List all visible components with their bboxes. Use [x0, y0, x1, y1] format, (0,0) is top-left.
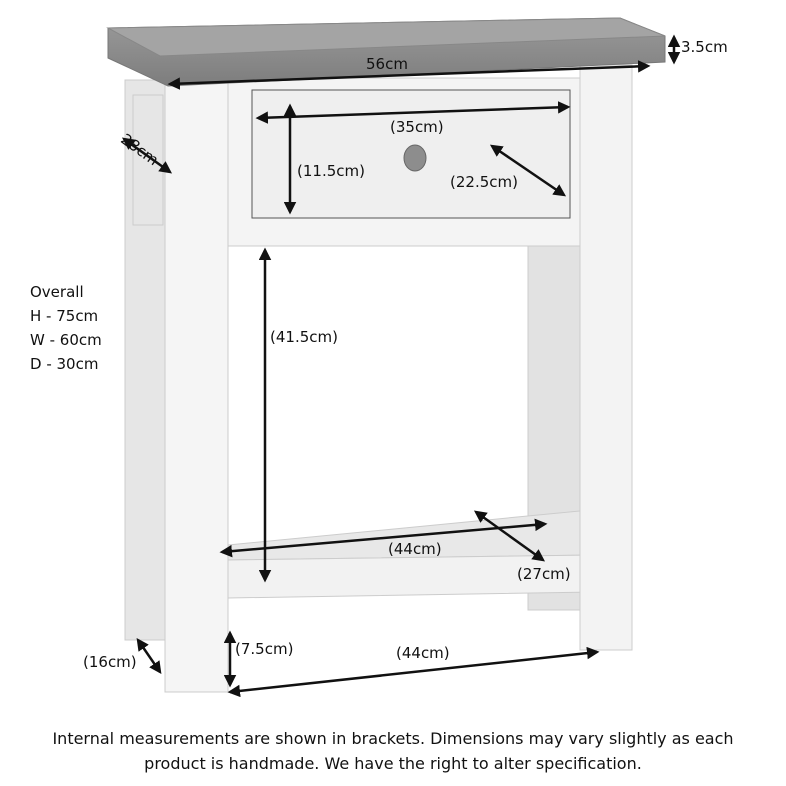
- overall-title: Overall: [30, 283, 84, 301]
- arrow-top-width: [167, 60, 651, 90]
- dimension-arrows: [121, 34, 681, 698]
- arrow-side-depth: [121, 137, 173, 174]
- arrow-shelf-depth: [473, 510, 546, 562]
- overall-depth: D - 30cm: [30, 355, 99, 373]
- label-leg-span: (44cm): [396, 644, 450, 662]
- caption-line-1: Internal measurements are shown in brack…: [52, 729, 734, 748]
- arrow-leg-gap: [136, 637, 162, 675]
- overall-height: H - 75cm: [30, 307, 99, 325]
- arrow-drawer-depth: [489, 144, 567, 197]
- label-drawer-depth: (22.5cm): [450, 173, 518, 191]
- drawer-knob: [403, 144, 427, 172]
- overall-width: W - 60cm: [30, 331, 102, 349]
- front-right-leg: [579, 64, 633, 651]
- label-top-thickness: 3.5cm: [681, 38, 728, 56]
- arrow-drawer-width: [255, 101, 571, 124]
- overall-dimensions: Overall H - 75cm W - 60cm D - 30cm: [30, 280, 102, 376]
- caption: Internal measurements are shown in brack…: [0, 726, 786, 776]
- label-shelf-gap: (41.5cm): [270, 328, 338, 346]
- label-shelf-depth: (27cm): [517, 565, 571, 583]
- label-floor-clearance: (7.5cm): [235, 640, 294, 658]
- label-drawer-height: (11.5cm): [297, 162, 365, 180]
- front-left-leg: [164, 79, 229, 693]
- caption-line-2: product is handmade. We have the right t…: [144, 754, 642, 773]
- label-drawer-width: (35cm): [390, 118, 444, 136]
- oak-top-surface: [106, 17, 666, 57]
- label-top-width: 56cm: [366, 55, 408, 73]
- label-leg-gap: (16cm): [83, 653, 137, 671]
- label-shelf-width: (44cm): [388, 540, 442, 558]
- arrow-leg-span: [227, 646, 600, 698]
